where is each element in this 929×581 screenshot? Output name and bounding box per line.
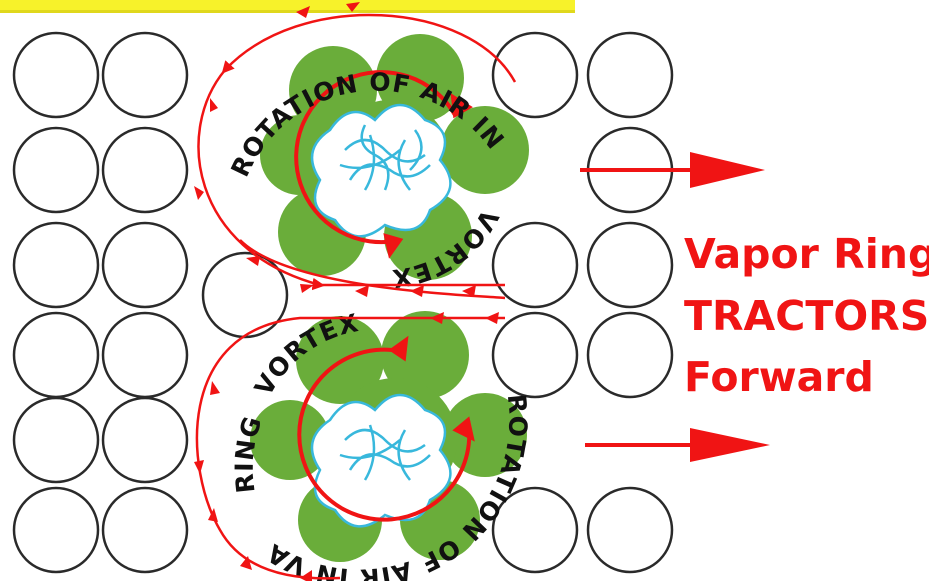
air-molecule bbox=[12, 126, 100, 214]
air-molecule bbox=[101, 221, 189, 309]
caption-block: Vapor Ring TRACTORS Forward bbox=[684, 224, 929, 409]
vortex-top: ROTATION OF AIR IN VAPOR RING VORTEX bbox=[0, 0, 529, 293]
air-molecule bbox=[101, 126, 189, 214]
top-banner bbox=[0, 0, 575, 10]
air-molecule bbox=[101, 311, 189, 399]
air-molecule bbox=[491, 486, 579, 574]
air-molecule bbox=[586, 221, 674, 309]
air-molecule bbox=[586, 311, 674, 399]
caption-line-1: Vapor Ring bbox=[684, 230, 929, 278]
air-molecule bbox=[12, 486, 100, 574]
air-molecule bbox=[201, 251, 289, 339]
air-molecule bbox=[12, 396, 100, 484]
air-molecule bbox=[12, 221, 100, 309]
air-molecule bbox=[491, 311, 579, 399]
flow-arrowheads bbox=[194, 2, 499, 581]
air-molecule bbox=[12, 311, 100, 399]
air-molecule bbox=[12, 31, 100, 119]
forward-arrow-bottom bbox=[585, 428, 770, 462]
vapor-core-top bbox=[310, 103, 452, 238]
air-molecule bbox=[101, 31, 189, 119]
forward-arrow-top bbox=[580, 152, 765, 188]
caption-line-2: TRACTORS bbox=[684, 291, 929, 340]
air-molecule bbox=[101, 486, 189, 574]
air-molecule bbox=[586, 31, 674, 119]
vapor-core-bottom bbox=[310, 393, 452, 528]
air-molecule bbox=[101, 396, 189, 484]
outer-flow-lines bbox=[195, 13, 517, 580]
air-molecule bbox=[491, 31, 579, 119]
air-molecule bbox=[491, 221, 579, 309]
rotation-arrow-bottom-inner bbox=[297, 335, 475, 522]
air-molecule bbox=[586, 486, 674, 574]
top-banner-edge bbox=[0, 10, 575, 13]
caption-line-3: Forward bbox=[684, 353, 874, 401]
